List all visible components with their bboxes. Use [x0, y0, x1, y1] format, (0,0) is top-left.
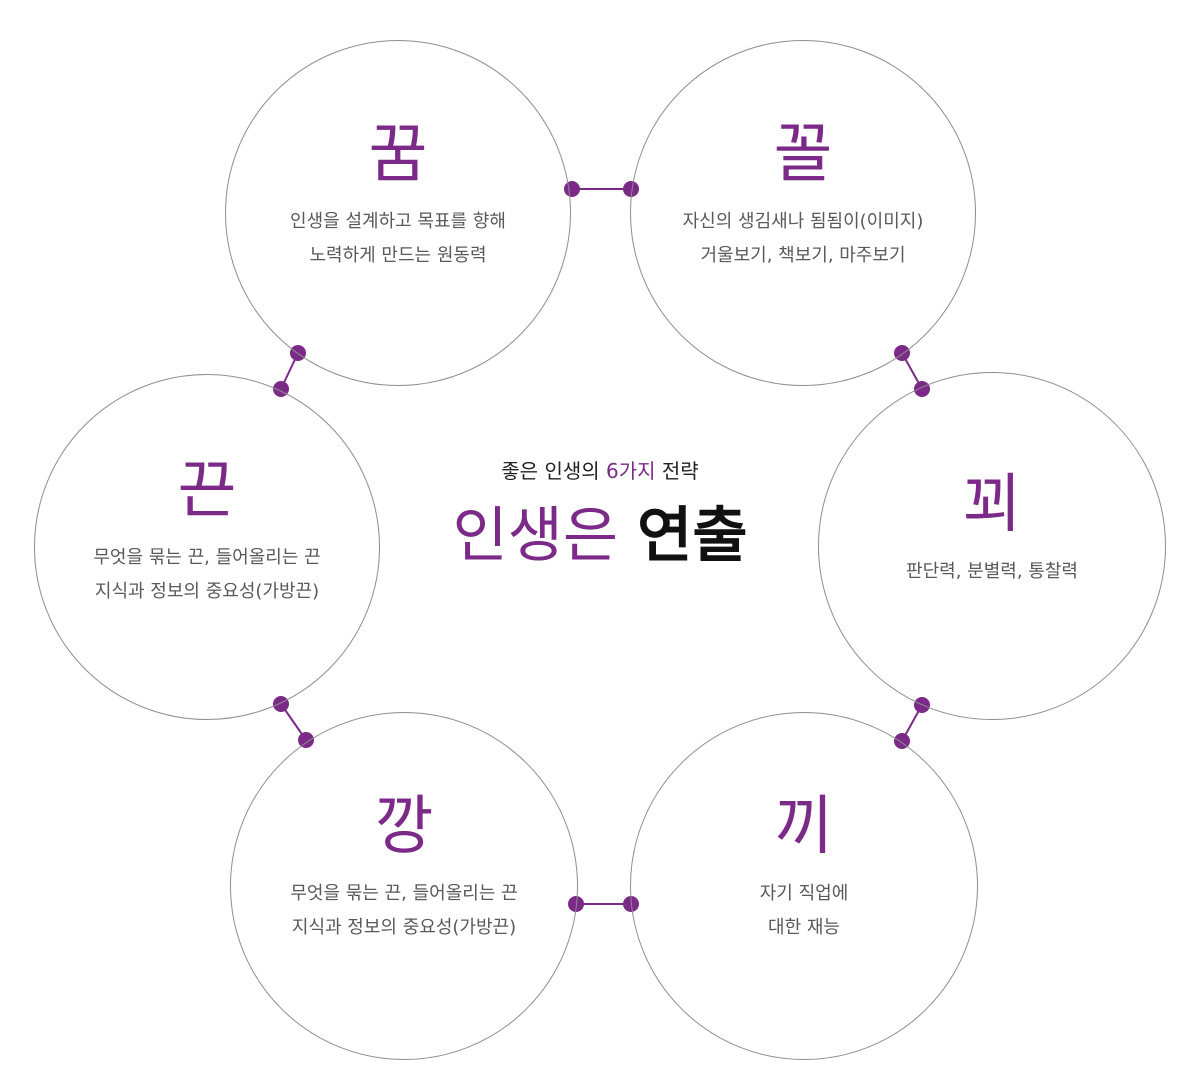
connector-talent-guts	[568, 896, 639, 912]
circle-guts-char: 깡	[374, 790, 434, 864]
circle-string: 끈 무엇을 묶는 끈, 들어올리는 끈 지식과 정보의 중요성(가방끈)	[34, 374, 380, 720]
desc-line: 거울보기, 책보기, 마주보기	[700, 245, 906, 266]
desc-line: 지식과 정보의 중요성(가방끈)	[291, 917, 517, 938]
desc-line: 자신의 생김새나 됨됨이(이미지)	[682, 211, 924, 232]
circle-string-desc: 무엇을 묶는 끈, 들어올리는 끈 지식과 정보의 중요성(가방끈)	[35, 541, 379, 609]
circle-look-char: 꼴	[773, 118, 833, 192]
circle-dream-char: 꿈	[368, 118, 428, 192]
circle-wit: 꾀 판단력, 분별력, 통찰력	[818, 372, 1166, 720]
circle-talent: 끼 자기 직업에 대한 재능	[630, 712, 978, 1060]
circle-dream: 꿈 인생을 설계하고 목표를 향해 노력하게 만드는 원동력	[225, 40, 571, 386]
circle-wit-desc: 판단력, 분별력, 통찰력	[819, 555, 1165, 589]
circle-guts-desc: 무엇을 묶는 끈, 들어올리는 끈 지식과 정보의 중요성(가방끈)	[231, 877, 577, 945]
connector-dream-look	[564, 181, 639, 197]
desc-line: 지식과 정보의 중요성(가방끈)	[94, 581, 320, 602]
desc-line: 대한 재능	[768, 917, 840, 938]
subtitle-accent: 6가지	[606, 459, 656, 483]
main-title: 인생은 연출	[400, 506, 800, 566]
circle-look-desc: 자신의 생김새나 됨됨이(이미지) 거울보기, 책보기, 마주보기	[631, 205, 975, 273]
desc-line: 무엇을 묶는 끈, 들어올리는 끈	[93, 547, 321, 568]
desc-line: 무엇을 묶는 끈, 들어올리는 끈	[290, 883, 518, 904]
desc-line: 인생을 설계하고 목표를 향해	[290, 211, 506, 232]
main-title-bold: 연출	[637, 501, 748, 571]
circle-talent-desc: 자기 직업에 대한 재능	[631, 877, 977, 945]
circle-string-char: 끈	[177, 454, 237, 528]
desc-line: 판단력, 분별력, 통찰력	[906, 561, 1078, 582]
circle-talent-char: 끼	[774, 790, 834, 864]
subtitle-prefix: 좋은 인생의	[501, 459, 600, 483]
subtitle: 좋은 인생의 6가지 전략	[400, 455, 800, 484]
desc-line: 노력하게 만드는 원동력	[309, 245, 487, 266]
subtitle-suffix: 전략	[661, 459, 699, 483]
main-title-light: 인생은	[452, 501, 619, 571]
circle-dream-desc: 인생을 설계하고 목표를 향해 노력하게 만드는 원동력	[226, 205, 570, 273]
circle-guts: 깡 무엇을 묶는 끈, 들어올리는 끈 지식과 정보의 중요성(가방끈)	[230, 712, 578, 1060]
desc-line: 자기 직업에	[759, 883, 849, 904]
center-title-block: 좋은 인생의 6가지 전략 인생은 연출	[400, 455, 800, 566]
circle-wit-char: 꾀	[962, 468, 1022, 542]
circle-look: 꼴 자신의 생김새나 됨됨이(이미지) 거울보기, 책보기, 마주보기	[630, 40, 976, 386]
